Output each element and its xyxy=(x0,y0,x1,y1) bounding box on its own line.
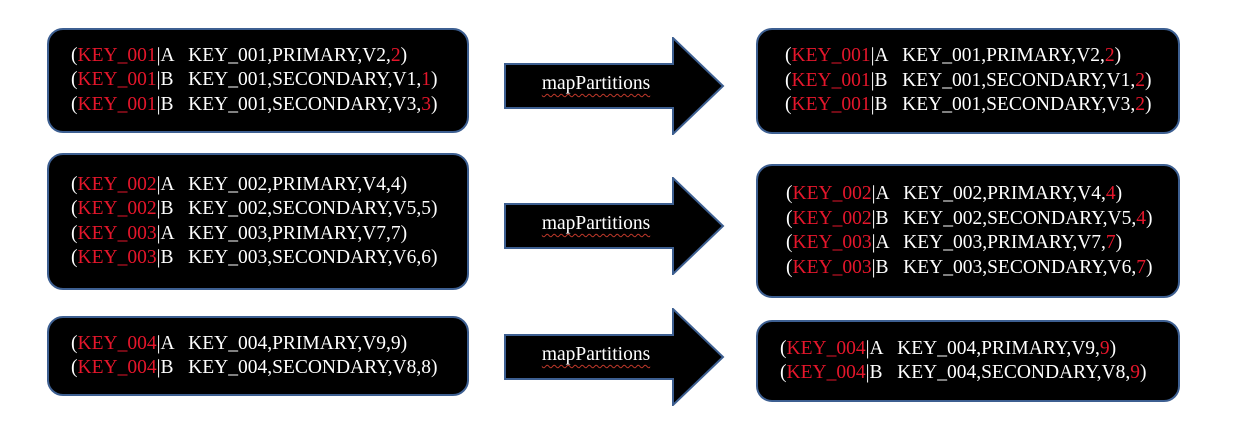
record-line: (KEY_003|B KEY_003,SECONDARY,V6,7) xyxy=(786,256,1153,278)
output-partition-1: (KEY_001|A KEY_001,PRIMARY,V2,2) (KEY_00… xyxy=(756,28,1180,134)
arrow-label: mapPartitions xyxy=(541,213,651,234)
record-line: (KEY_004|B KEY_004,SECONDARY,V8,8) xyxy=(71,357,438,378)
map-partitions-arrow-3: mapPartitions xyxy=(503,308,725,406)
record-line: (KEY_004|B KEY_004,SECONDARY,V8,9) xyxy=(780,362,1147,383)
input-partition-1: (KEY_001|A KEY_001,PRIMARY,V2,2) (KEY_00… xyxy=(47,28,469,133)
record-line: (KEY_004|A KEY_004,PRIMARY,V9,9) xyxy=(780,337,1117,359)
output-partition-3: (KEY_004|A KEY_004,PRIMARY,V9,9) (KEY_00… xyxy=(756,320,1180,402)
input-partition-3: (KEY_004|A KEY_004,PRIMARY,V9,9) (KEY_00… xyxy=(47,316,469,396)
arrow-label: mapPartitions xyxy=(541,344,651,365)
record-line: (KEY_003|B KEY_003,SECONDARY,V6,6) xyxy=(71,247,438,268)
record-line: (KEY_001|A KEY_001,PRIMARY,V2,2) xyxy=(785,45,1122,67)
map-partitions-arrow-2: mapPartitions xyxy=(503,177,725,275)
record-line: (KEY_001|A KEY_001,PRIMARY,V2,2) xyxy=(71,44,408,66)
arrow-label: mapPartitions xyxy=(541,73,651,94)
record-line: (KEY_002|A KEY_002,PRIMARY,V4,4) xyxy=(786,183,1123,204)
record-line: (KEY_002|A KEY_002,PRIMARY,V4,4) xyxy=(71,173,408,195)
output-partition-2: (KEY_002|A KEY_002,PRIMARY,V4,4) (KEY_00… xyxy=(756,164,1180,298)
arrow-shape-icon xyxy=(504,37,725,135)
record-line: (KEY_002|B KEY_002,SECONDARY,V5,4) xyxy=(786,207,1153,229)
record-line: (KEY_002|B KEY_002,SECONDARY,V5,5) xyxy=(71,198,438,219)
record-line: (KEY_001|B KEY_001,SECONDARY,V3,2) xyxy=(785,94,1152,116)
record-line: (KEY_003|A KEY_003,PRIMARY,V7,7) xyxy=(786,232,1123,253)
record-line: (KEY_001|B KEY_001,SECONDARY,V1,1) xyxy=(71,69,438,91)
record-line: (KEY_001|B KEY_001,SECONDARY,V1,2) xyxy=(785,69,1152,91)
map-partitions-arrow-1: mapPartitions xyxy=(503,37,725,135)
record-line: (KEY_001|B KEY_001,SECONDARY,V3,3) xyxy=(71,93,438,115)
record-line: (KEY_004|A KEY_004,PRIMARY,V9,9) xyxy=(71,332,408,354)
arrow-shape-icon xyxy=(504,308,725,406)
input-partition-2: (KEY_002|A KEY_002,PRIMARY,V4,4) (KEY_00… xyxy=(47,153,469,290)
record-line: (KEY_003|A KEY_003,PRIMARY,V7,7) xyxy=(71,222,408,244)
arrow-shape-icon xyxy=(504,177,725,275)
